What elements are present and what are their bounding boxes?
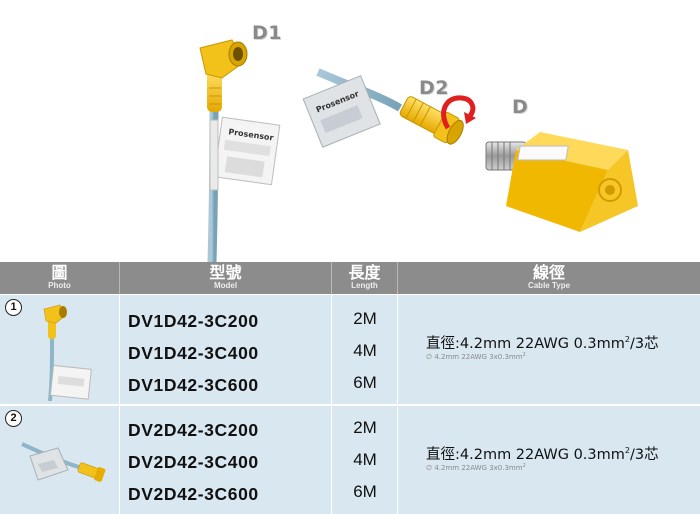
header-photo: 圖 Photo (0, 262, 120, 294)
table-row: 1 DV1D42-3C200 DV1D42-3C400 DV1D42-3C600… (0, 294, 700, 404)
d-label: D (512, 96, 529, 118)
header-length: 長度 Length (332, 262, 398, 294)
cable-spec-en-text: ∅ 4.2mm 22AWG 3x0.3mm (426, 464, 523, 472)
model-name: DV2D42-3C600 (128, 484, 259, 504)
model-name: DV1D42-3C200 (128, 311, 259, 331)
cable-spec-sup: 2 (624, 446, 630, 455)
cable-spec-en: ∅ 4.2mm 22AWG 3x0.3mm2 (426, 463, 526, 472)
cable-spec-en-text: ∅ 4.2mm 22AWG 3x0.3mm (426, 353, 523, 361)
model-name: DV1D42-3C600 (128, 375, 259, 395)
table-row: 2 DV2D42-3C200 DV2D42-3C400 DV2D42-3C600… (0, 404, 700, 514)
photo-cell: 1 (0, 295, 120, 404)
header-photo-en: Photo (48, 281, 71, 290)
length-value: 6M (353, 482, 377, 501)
cable-spec-suffix: /3芯 (629, 336, 659, 352)
model-cell (120, 406, 332, 514)
d1-connector-drawing: Prosensor (199, 39, 281, 262)
header-model-zh: 型號 (209, 263, 242, 282)
cable-spec-suffix: /3芯 (629, 447, 659, 463)
d-sensor-drawing (485, 132, 638, 232)
model-name: DV2D42-3C200 (128, 420, 259, 440)
d1-label: D1 (252, 22, 282, 44)
cable-spec-en: ∅ 4.2mm 22AWG 3x0.3mm2 (426, 352, 526, 361)
header-cable-en: Cable Type (527, 281, 571, 290)
row-number: 1 (5, 299, 22, 316)
model-cell (120, 295, 332, 404)
length-value: 2M (353, 418, 377, 437)
length-value: 4M (353, 450, 377, 469)
header-cable-zh: 線徑 (532, 263, 565, 282)
product-drawing: Prosensor Prosensor (199, 39, 638, 262)
d1-thumbnail-image (43, 304, 92, 401)
row-number: 2 (5, 410, 22, 427)
table-header: 圖 Photo 型號 Model 長度 Length 線徑 Cable Type (0, 262, 700, 294)
d2-connector-drawing: Prosensor (302, 68, 476, 148)
model-name: DV2D42-3C400 (128, 452, 259, 472)
model-name: DV1D42-3C400 (128, 343, 259, 363)
cable-spec-text: 直徑:4.2mm 22AWG 0.3mm (426, 447, 625, 463)
cable-spec: 直徑:4.2mm 22AWG 0.3mm2/3芯 (426, 332, 659, 353)
cable-spec-en-sup: 2 (522, 352, 526, 358)
cable-spec-sup: 2 (624, 335, 630, 344)
length-value: 4M (353, 341, 377, 360)
length-value: 6M (353, 373, 377, 392)
length-value: 2M (353, 309, 377, 328)
d2-thumbnail-image (21, 442, 106, 482)
cable-spec: 直徑:4.2mm 22AWG 0.3mm2/3芯 (426, 443, 659, 464)
d2-label: D2 (419, 77, 449, 99)
header-model: 型號 Model (120, 262, 332, 294)
header-length-en: Length (351, 281, 378, 290)
header-cable: 線徑 Cable Type (398, 262, 700, 294)
spec-table: 圖 Photo 型號 Model 長度 Length 線徑 Cable Type… (0, 262, 700, 514)
header-model-en: Model (213, 281, 238, 290)
length-cell (332, 406, 398, 514)
cable-spec-text: 直徑:4.2mm 22AWG 0.3mm (426, 336, 625, 352)
product-illustration: Prosensor Prosensor (199, 22, 638, 262)
header-length-zh: 長度 (348, 263, 381, 282)
header-photo-zh: 圖 (51, 263, 68, 282)
photo-cell: 2 (0, 406, 120, 514)
length-cell (332, 295, 398, 404)
cable-spec-en-sup: 2 (522, 463, 526, 469)
